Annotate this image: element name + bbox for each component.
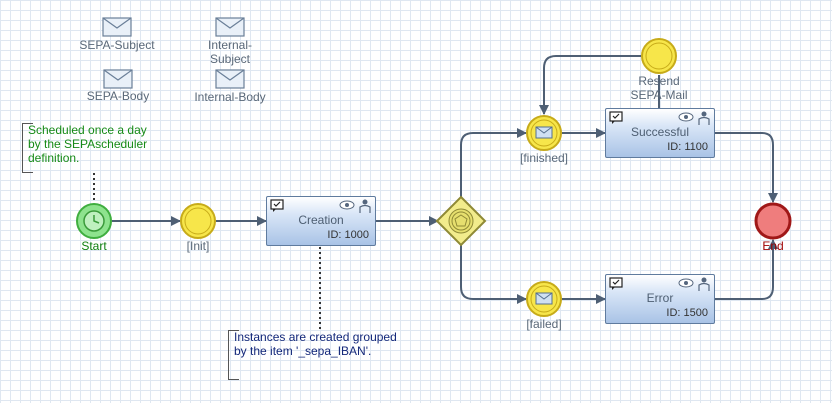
task-name: Successful	[630, 125, 690, 139]
start-event[interactable]	[76, 203, 112, 239]
user-task-icon	[609, 277, 623, 290]
end-label: End	[762, 239, 784, 253]
finished-event[interactable]	[526, 115, 562, 151]
start-label: Start	[81, 239, 107, 253]
init-event[interactable]	[180, 203, 216, 239]
end-event[interactable]	[754, 202, 792, 240]
user-task-icon	[609, 111, 623, 124]
init-label: [Init]	[186, 239, 210, 253]
instances-annotation-bracket	[228, 330, 239, 380]
task-successful[interactable]: Successful ID: 1100	[605, 108, 715, 158]
task-creation[interactable]: Creation ID: 1000	[266, 196, 376, 246]
internal-body-envelope-icon[interactable]	[215, 69, 245, 91]
actor-icon	[359, 199, 371, 213]
schedule-annotation[interactable]: Scheduled once a day by the SEPAschedule…	[28, 123, 148, 165]
event-gateway[interactable]	[435, 195, 487, 247]
visibility-icon	[678, 278, 694, 288]
visibility-icon	[339, 200, 355, 210]
task-id: ID: 1500	[666, 307, 708, 319]
internal-subject-label: Internal- Subject	[207, 38, 253, 66]
flow-error-end[interactable]	[715, 239, 778, 300]
failed-label: [failed]	[526, 317, 562, 331]
task-name: Error	[646, 291, 674, 305]
finished-label: [finished]	[519, 151, 569, 165]
internal-subject-envelope-icon[interactable]	[215, 17, 245, 39]
task-name: Creation	[298, 213, 344, 227]
resend-event[interactable]	[641, 38, 677, 74]
schedule-annotation-bracket	[22, 123, 33, 173]
task-id: ID: 1100	[667, 141, 708, 153]
sepa-body-envelope-icon[interactable]	[103, 69, 133, 91]
task-error[interactable]: Error ID: 1500	[605, 274, 715, 324]
failed-event[interactable]	[526, 281, 562, 317]
actor-icon	[698, 277, 710, 291]
actor-icon	[698, 111, 710, 125]
user-task-icon	[270, 199, 284, 212]
flow-gateway-finished[interactable]	[460, 128, 527, 197]
flow-successful-end[interactable]	[715, 132, 778, 203]
sepa-subject-label: SEPA-Subject	[79, 38, 155, 52]
instances-annotation[interactable]: Instances are created grouped by the ite…	[234, 330, 397, 358]
visibility-icon	[678, 112, 694, 122]
task-id: ID: 1000	[327, 229, 369, 241]
flow-resend-finished[interactable]	[539, 55, 641, 115]
sepa-subject-envelope-icon[interactable]	[102, 17, 132, 39]
internal-body-label: Internal-Body	[194, 90, 266, 104]
resend-label: Resend SEPA-Mail	[630, 74, 688, 102]
flow-gateway-failed[interactable]	[460, 245, 527, 304]
sepa-body-label: SEPA-Body	[86, 89, 150, 103]
